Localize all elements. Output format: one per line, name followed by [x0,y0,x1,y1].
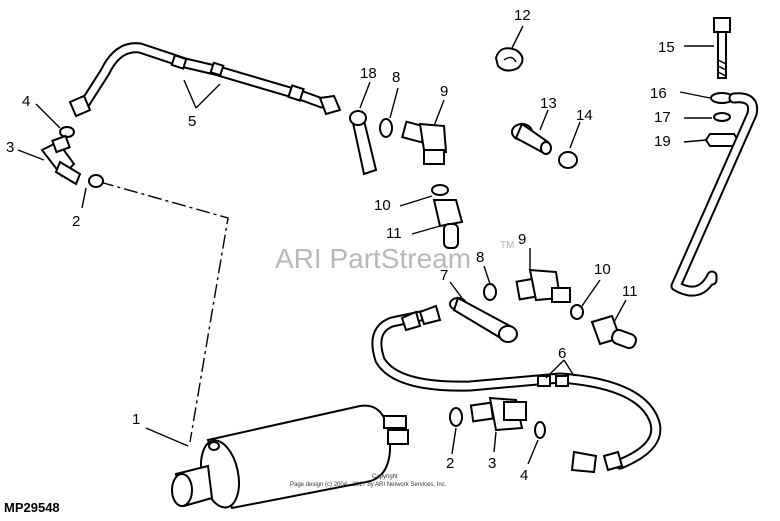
o-ring-10-upper [431,184,449,196]
clamp [349,110,378,176]
callout-8-middle: 8 [476,249,484,266]
callout-14: 14 [576,107,593,124]
o-ring-8-upper [379,118,393,138]
diagram-code: MP29548 [4,500,60,515]
bolt [713,17,731,79]
copyright-line-1: Copyright [372,474,398,480]
callout-9-upper: 9 [440,83,448,100]
callout-8-upper: 8 [392,69,400,86]
callouts: 1 2 2 3 3 4 4 5 6 7 8 8 9 9 10 10 11 11 … [6,7,675,484]
callout-13: 13 [540,95,557,112]
fitting-upper [432,199,464,249]
callout-15: 15 [658,39,675,56]
routing-line [99,181,229,443]
o-ring-upper-left [59,126,75,138]
callout-7: 7 [440,267,448,284]
spring-clip [494,47,524,72]
callout-2-lower: 2 [446,455,454,472]
lower-fuel-line [371,304,662,474]
fuel-pump [171,404,409,510]
callout-3-lower: 3 [488,455,496,472]
callout-3-upper: 3 [6,139,14,156]
elbow-fitting-upper [401,120,448,165]
support-bracket [670,92,759,297]
o-ring-2-lower [449,407,463,427]
callout-12: 12 [514,7,531,24]
upper-fuel-line [68,42,342,118]
o-ring-4-lower [534,421,546,439]
callout-19: 19 [654,133,671,150]
elbow-fitting-lower [469,396,527,432]
callout-5: 5 [188,113,196,130]
watermark-text: ARI PartStream [275,243,471,274]
o-ring-2-upper [88,174,104,188]
watermark-trademark: TM [500,240,514,251]
elbow-fitting-upper-left [40,134,82,186]
callout-11-upper: 11 [386,225,402,242]
callout-18: 18 [360,65,377,82]
o-ring-10-middle [570,304,584,320]
callout-1: 1 [132,411,140,428]
callout-6: 6 [558,345,566,362]
lock-washer [713,112,731,122]
callout-4-upper: 4 [22,93,30,110]
elbow-fitting-middle [515,268,571,303]
clamp-middle [449,296,518,343]
pin [511,122,552,155]
callout-4-lower: 4 [520,467,528,484]
copyright-line-2: Page design (c) 2004 - 2017 by ARI Netwo… [290,482,447,488]
leader-lines [17,25,714,465]
o-ring-8-middle [483,283,497,301]
callout-2-upper: 2 [72,213,80,230]
callout-17: 17 [654,109,671,126]
callout-11-middle: 11 [622,283,638,300]
fitting-middle [590,314,637,349]
callout-16: 16 [650,85,667,102]
callout-10-upper: 10 [374,197,391,214]
washer-14 [558,151,578,169]
callout-10-middle: 10 [594,261,611,278]
callout-9-middle: 9 [518,231,526,248]
